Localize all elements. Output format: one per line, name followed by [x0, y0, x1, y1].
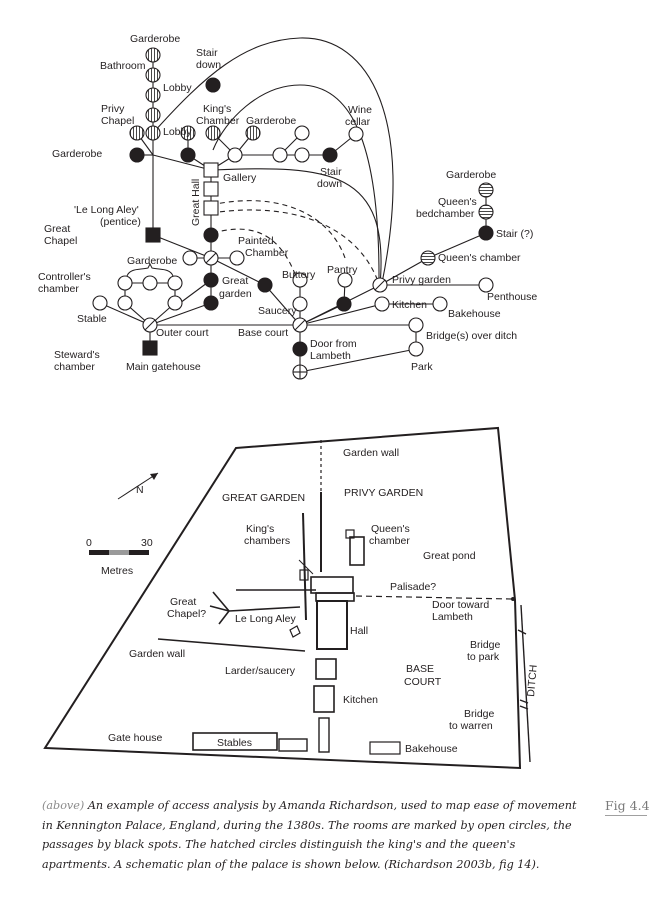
label-garderobe-queen: Garderobe — [446, 169, 496, 181]
figure-caption: (above) An example of access analysis by… — [42, 796, 587, 874]
label-garderobe-left: Garderobe — [52, 148, 102, 160]
plan-label-ditch: DITCH — [525, 664, 540, 697]
label-lobby-1: Lobby — [163, 82, 192, 94]
plan-label-bridge-park-b: to park — [467, 651, 500, 663]
label-great-garden-b: garden — [219, 288, 252, 300]
figure-number: Fig 4.4 — [605, 798, 650, 816]
label-stewards-chamber-b: chamber — [54, 361, 95, 373]
label-penthouse: Penthouse — [487, 291, 537, 303]
palace-plan — [43, 426, 531, 770]
plan-label-hall: Hall — [350, 625, 368, 637]
label-stair-down-1a: Stair — [196, 47, 218, 59]
plan-label-kitchen: Kitchen — [343, 694, 378, 706]
label-bridges-over-ditch: Bridge(s) over ditch — [426, 330, 517, 342]
plan-labels: N 0 30 Metres Garden wall GREAT GARDEN P… — [86, 447, 540, 755]
label-great-hall: Great Hall — [190, 179, 202, 226]
plan-label-queens-chamber-b: chamber — [369, 535, 410, 547]
label-garderobe-3: Garderobe — [127, 255, 177, 267]
graph-nodes — [92, 47, 494, 380]
plan-label-privy-garden: PRIVY GARDEN — [344, 487, 423, 499]
label-stair-down-2a: Stair — [320, 166, 342, 178]
label-lobby-2: Lobby — [163, 126, 192, 138]
label-queens-bedchamber-a: Queen's — [438, 196, 477, 208]
label-garderobe-2: Garderobe — [246, 115, 296, 127]
label-painted-chamber-a: Painted — [238, 235, 274, 247]
label-queens-bedchamber-b: bedchamber — [416, 208, 475, 220]
label-stair-q: Stair (?) — [496, 228, 533, 240]
label-outer-court: Outer court — [156, 327, 209, 339]
label-controllers-chamber-b: chamber — [38, 283, 79, 295]
plan-label-base-court-a: BASE — [406, 663, 434, 675]
plan-label-door-toward-a: Door toward — [432, 599, 489, 611]
label-great-chapel-a: Great — [44, 223, 70, 235]
label-main-gatehouse: Main gatehouse — [126, 361, 201, 373]
label-door-from-lambeth-b: Lambeth — [310, 350, 351, 362]
label-great-garden-a: Great — [222, 275, 248, 287]
label-kings-chamber-b: Chamber — [196, 115, 240, 127]
label-park: Park — [411, 361, 433, 373]
plan-label-great-chapel-b: Chapel? — [167, 608, 206, 620]
plan-scale-zero: 0 — [86, 537, 92, 549]
label-kings-chamber-a: King's — [203, 103, 231, 115]
plan-label-bridge-warren-a: Bridge — [464, 708, 495, 720]
plan-label-great-chapel-a: Great — [170, 596, 196, 608]
label-kitchen: Kitchen — [392, 299, 427, 311]
label-buttery: Buttery — [282, 269, 316, 281]
plan-label-larder: Larder/saucery — [225, 665, 296, 677]
label-great-chapel-b: Chapel — [44, 235, 77, 247]
label-le-long-aley-a: 'Le Long Aley' — [74, 204, 139, 216]
plan-label-garden-wall-top: Garden wall — [343, 447, 399, 459]
label-pantry: Pantry — [327, 264, 358, 276]
plan-label-great-garden: GREAT GARDEN — [222, 492, 305, 504]
plan-label-base-court-b: COURT — [404, 676, 442, 688]
label-saucery: Saucery — [258, 305, 297, 317]
label-painted-chamber-b: Chamber — [245, 247, 289, 259]
label-wine-cellar-a: Wine — [348, 104, 372, 116]
garderobe-brace — [126, 262, 174, 277]
plan-label-garden-wall-left: Garden wall — [129, 648, 185, 660]
label-bathroom: Bathroom — [100, 60, 146, 72]
plan-north: N — [136, 484, 144, 496]
graph-labels: Garderobe Bathroom Lobby Stair down Priv… — [38, 33, 537, 373]
plan-label-bakehouse: Bakehouse — [405, 743, 458, 755]
label-privy-garden: Privy garden — [392, 274, 451, 286]
plan-label-gate-house: Gate house — [108, 732, 162, 744]
plan-label-kings-chambers-a: King's — [246, 523, 274, 535]
plan-label-door-toward-b: Lambeth — [432, 611, 473, 623]
label-base-court: Base court — [238, 327, 288, 339]
label-gallery: Gallery — [223, 172, 257, 184]
plan-label-bridge-warren-b: to warren — [449, 720, 493, 732]
label-stair-down-1b: down — [196, 59, 221, 71]
plan-label-queens-chamber-a: Queen's — [371, 523, 410, 535]
label-privy-chapel-a: Privy — [101, 103, 125, 115]
label-stair-down-2b: down — [317, 178, 342, 190]
label-privy-chapel-b: Chapel — [101, 115, 134, 127]
label-garderobe-top: Garderobe — [130, 33, 180, 45]
plan-scale-max: 30 — [141, 537, 153, 549]
plan-label-bridge-park-a: Bridge — [470, 639, 501, 651]
label-controllers-chamber-a: Controller's — [38, 271, 91, 283]
label-le-long-aley-b: (pentice) — [100, 216, 141, 228]
plan-scale-unit: Metres — [101, 565, 133, 577]
label-wine-cellar-b: cellar — [345, 116, 371, 128]
plan-label-great-pond: Great pond — [423, 550, 476, 562]
plan-label-palisade: Palisade? — [390, 581, 436, 593]
label-stable: Stable — [77, 313, 107, 325]
label-bakehouse: Bakehouse — [448, 308, 501, 320]
plan-label-kings-chambers-b: chambers — [244, 535, 290, 547]
plan-boundary — [43, 426, 522, 770]
caption-above: (above) — [42, 799, 85, 812]
label-door-from-lambeth-a: Door from — [310, 338, 357, 350]
label-stewards-chamber-a: Steward's — [54, 349, 100, 361]
label-queens-chamber: Queen's chamber — [438, 252, 521, 264]
plan-label-le-long-aley: Le Long Aley — [235, 613, 296, 625]
caption-text: An example of access analysis by Amanda … — [42, 799, 577, 871]
plan-label-stables: Stables — [217, 737, 252, 749]
access-analysis-graph — [99, 37, 487, 373]
